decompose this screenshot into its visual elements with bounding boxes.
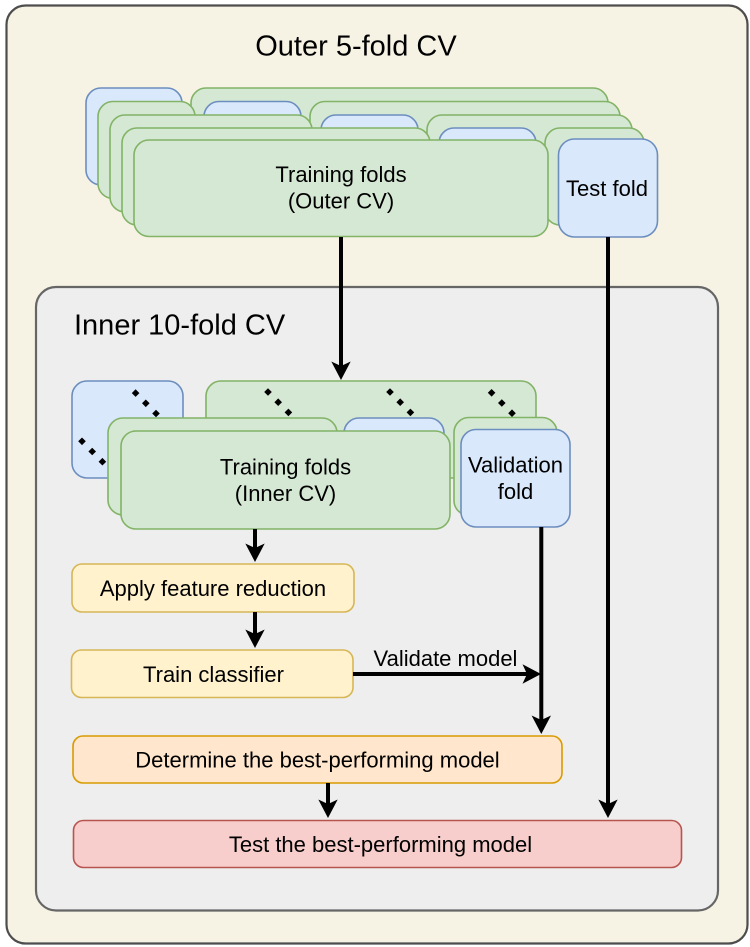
svg-text:Inner 10-fold CV: Inner 10-fold CV xyxy=(74,310,286,342)
svg-text:Training folds: Training folds xyxy=(220,455,351,480)
svg-text:Test the best-performing model: Test the best-performing model xyxy=(229,832,532,857)
svg-text:Determine the best-performing: Determine the best-performing model xyxy=(135,748,499,773)
svg-text:Train classifier: Train classifier xyxy=(143,662,284,687)
svg-text:Outer 5-fold CV: Outer 5-fold CV xyxy=(255,31,457,63)
svg-text:Validate model: Validate model xyxy=(374,646,518,671)
svg-text:Training folds: Training folds xyxy=(275,162,406,187)
svg-text:Validation: Validation xyxy=(468,453,563,478)
svg-text:(Outer CV): (Outer CV) xyxy=(288,189,394,214)
svg-text:(Inner CV): (Inner CV) xyxy=(235,481,336,506)
svg-text:Apply feature reduction: Apply feature reduction xyxy=(100,576,326,601)
svg-text:Test fold: Test fold xyxy=(566,176,648,201)
svg-text:fold: fold xyxy=(498,479,533,504)
